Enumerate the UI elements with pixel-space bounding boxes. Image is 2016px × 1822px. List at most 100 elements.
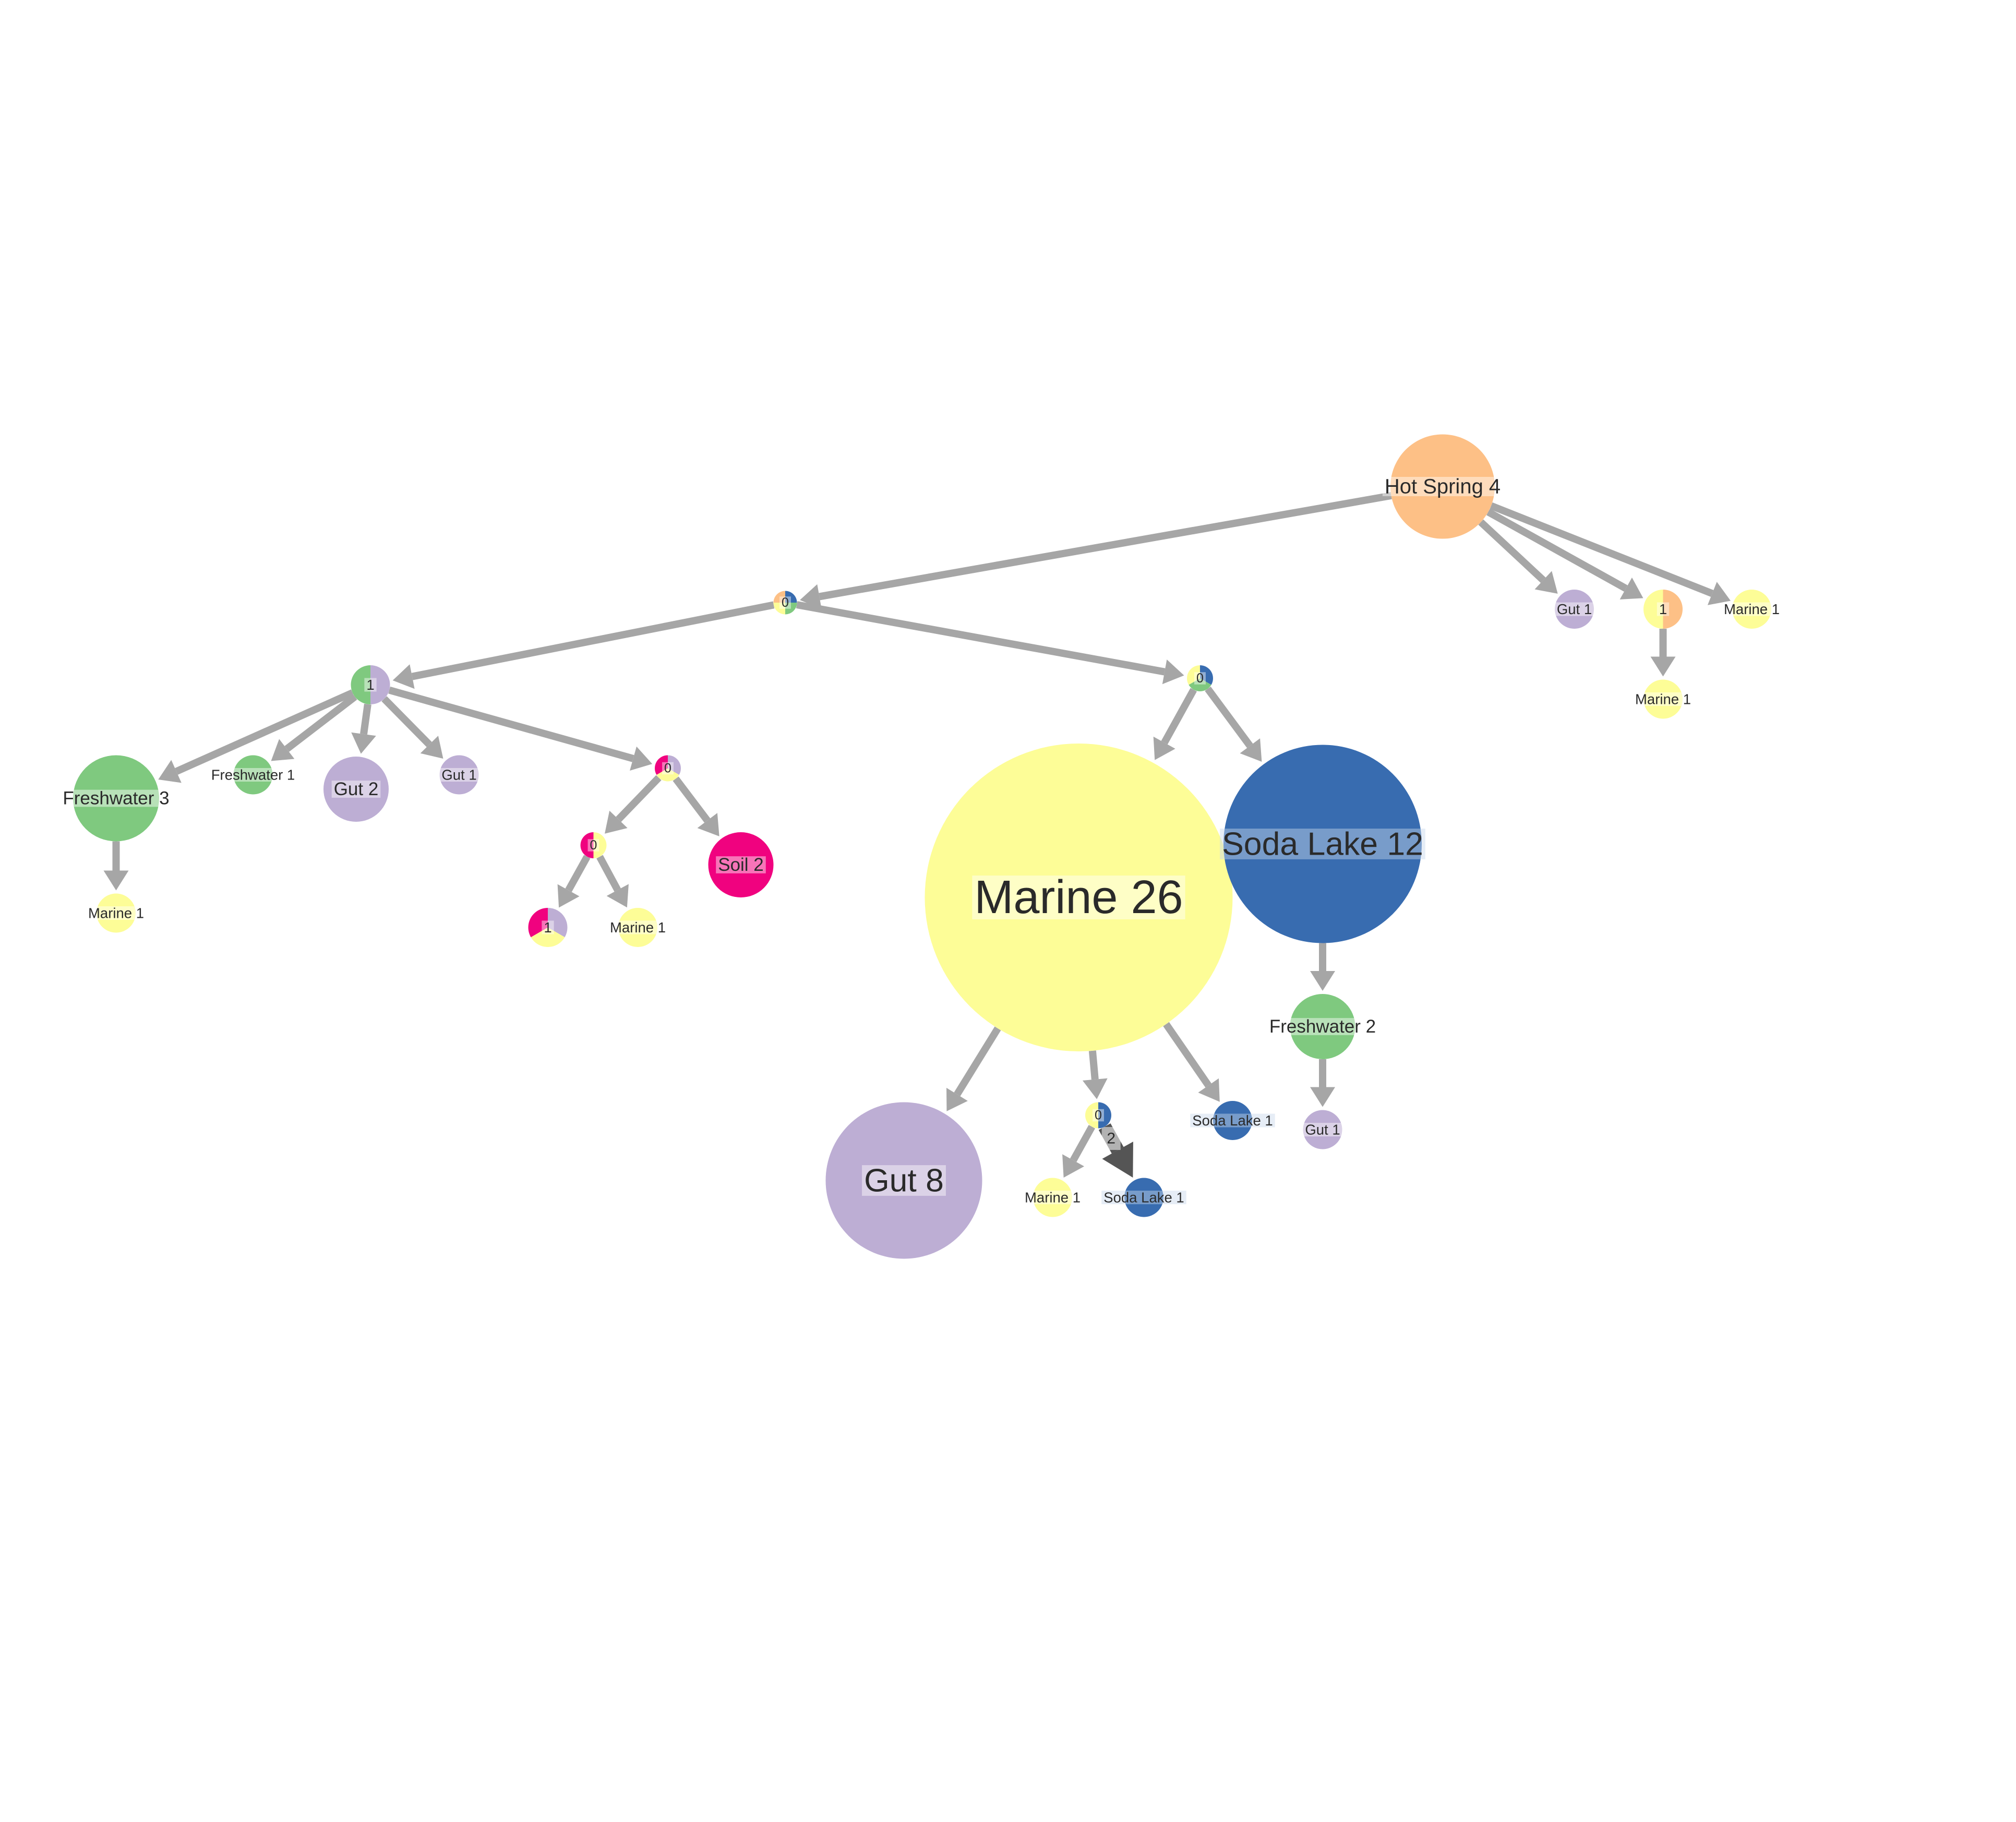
edge-arrowhead: [1650, 656, 1676, 677]
node-freshwater2[interactable]: Freshwater 2: [1267, 994, 1378, 1059]
pie-slice-freshwater: [233, 755, 273, 795]
edge-n1a-to-freshwater3: [158, 689, 354, 783]
pie-slice-gut: [548, 908, 568, 938]
edge-arrowhead: [271, 739, 295, 761]
node-label: 0: [1196, 671, 1204, 686]
edge-arrowhead: [420, 736, 443, 759]
edge-arrowhead: [1240, 738, 1262, 762]
edges-layer: 2: [103, 492, 1731, 1178]
pie-slice-gut: [668, 755, 681, 775]
pie-slice-marine: [1643, 590, 1663, 629]
node-n0a[interactable]: 0: [773, 591, 797, 615]
node-n0d[interactable]: 0: [580, 832, 607, 858]
edge-arrowhead: [605, 810, 628, 834]
edge-arrowhead: [1162, 660, 1184, 685]
edge-n0a-to-n1a: [392, 601, 775, 689]
node-label: Gut 2: [334, 779, 379, 799]
node-freshwater3[interactable]: Freshwater 3: [61, 755, 172, 842]
edge-line: [1161, 688, 1197, 745]
pie-slice-soda-lake: [1213, 1101, 1252, 1140]
node-n0b[interactable]: 0: [1187, 665, 1214, 691]
edge-arrowhead: [158, 760, 182, 783]
edge-n0c-to-soil2: [673, 776, 719, 836]
edge-marine26-to-gut8: [946, 1026, 1001, 1111]
node-marine1d[interactable]: Marine 1: [608, 908, 668, 947]
node-label-background: [1190, 1113, 1275, 1128]
edge-line: [360, 703, 371, 735]
node-label-background: [972, 876, 1185, 919]
node-n1a[interactable]: 1: [351, 665, 390, 704]
node-n0c[interactable]: 0: [655, 755, 681, 782]
node-label-background: [1267, 1018, 1378, 1035]
pie-slice-marine: [593, 832, 607, 858]
node-label: Hot Spring 4: [1385, 475, 1501, 498]
node-label-background: [779, 596, 791, 609]
node-hotspring[interactable]: Hot Spring 4: [1382, 434, 1503, 539]
node-gut1b[interactable]: Gut 1: [439, 755, 479, 795]
node-sodalake1b[interactable]: Soda Lake 1: [1101, 1178, 1186, 1217]
edge-hotspring-to-n1b: [1486, 508, 1643, 600]
edge-n0b-to-sodalake12: [1205, 686, 1262, 762]
node-marine1c[interactable]: Marine 1: [86, 893, 146, 933]
node-label-background: [1657, 602, 1670, 616]
node-label: 0: [590, 838, 597, 853]
pie-slice-marine: [618, 908, 657, 947]
node-gut2[interactable]: Gut 2: [323, 757, 389, 822]
pie-slice-soda-lake: [1200, 665, 1214, 685]
pie-slice-freshwater: [1290, 994, 1355, 1059]
edge-line: [175, 689, 354, 775]
edge-hotspring-to-gut1a: [1478, 519, 1558, 594]
edge-arrowhead: [630, 746, 653, 771]
node-label: 0: [1095, 1108, 1102, 1123]
pie-slice-marine: [1085, 1102, 1098, 1129]
node-marine1e[interactable]: Marine 1: [1023, 1178, 1083, 1217]
edge-n1a-to-gut2: [351, 703, 376, 754]
node-label: Gut 8: [864, 1162, 944, 1199]
node-label: 1: [366, 677, 374, 693]
pie-slice-gut: [323, 757, 389, 822]
edge-arrowhead: [1534, 571, 1558, 594]
node-n1c[interactable]: 1: [528, 908, 568, 947]
node-gut1a[interactable]: Gut 1: [1554, 590, 1594, 629]
pie-slice-hot-spring: [1663, 590, 1683, 629]
node-label: Soda Lake 1: [1103, 1190, 1184, 1206]
edge-line: [1486, 508, 1628, 592]
node-sodalake1a[interactable]: Soda Lake 1: [1190, 1101, 1275, 1140]
pie-slice-freshwater: [73, 755, 159, 842]
edge-line: [1163, 1022, 1211, 1088]
node-marine1b[interactable]: Marine 1: [1633, 679, 1693, 719]
edge-arrowhead: [1707, 582, 1731, 605]
node-label-background: [608, 920, 668, 934]
node-label-background: [1722, 602, 1782, 616]
node-label: Gut 1: [1305, 1122, 1340, 1138]
node-label: Soda Lake 12: [1222, 826, 1423, 862]
pie-slice-marine: [773, 603, 785, 615]
edge-n0c-to-n0d: [605, 775, 662, 834]
edge-line: [381, 696, 432, 747]
node-label: Gut 1: [441, 767, 476, 783]
node-n1b[interactable]: 1: [1643, 590, 1683, 629]
node-freshwater1[interactable]: Freshwater 1: [209, 755, 297, 795]
node-sodalake12[interactable]: Soda Lake 12: [1220, 745, 1425, 943]
pie-slice-soil: [528, 908, 548, 938]
node-label: Soda Lake 1: [1192, 1112, 1273, 1129]
node-marine26[interactable]: Marine 26: [925, 744, 1233, 1051]
edge-hotspring-to-n0a: [800, 492, 1392, 609]
edge-n1a-to-n0c: [388, 686, 653, 771]
node-gut8[interactable]: Gut 8: [825, 1102, 982, 1259]
edge-arrowhead: [697, 813, 719, 836]
node-label: 0: [664, 761, 671, 776]
node-marine1a[interactable]: Marine 1: [1722, 590, 1782, 629]
edge-freshwater2-to-gut1c: [1310, 1059, 1335, 1107]
node-label: 1: [544, 919, 551, 936]
node-label: 0: [782, 595, 789, 610]
edge-line: [616, 775, 662, 822]
node-label: Freshwater 3: [63, 788, 169, 809]
pie-slice-marine: [925, 744, 1233, 1051]
edge-arrowhead: [1102, 1142, 1133, 1178]
node-n0e[interactable]: 0: [1085, 1102, 1111, 1129]
node-label-background: [1220, 829, 1425, 859]
node-gut1c[interactable]: Gut 1: [1303, 1110, 1342, 1149]
node-label: Marine 1: [88, 905, 144, 921]
node-soil2[interactable]: Soil 2: [708, 832, 774, 897]
